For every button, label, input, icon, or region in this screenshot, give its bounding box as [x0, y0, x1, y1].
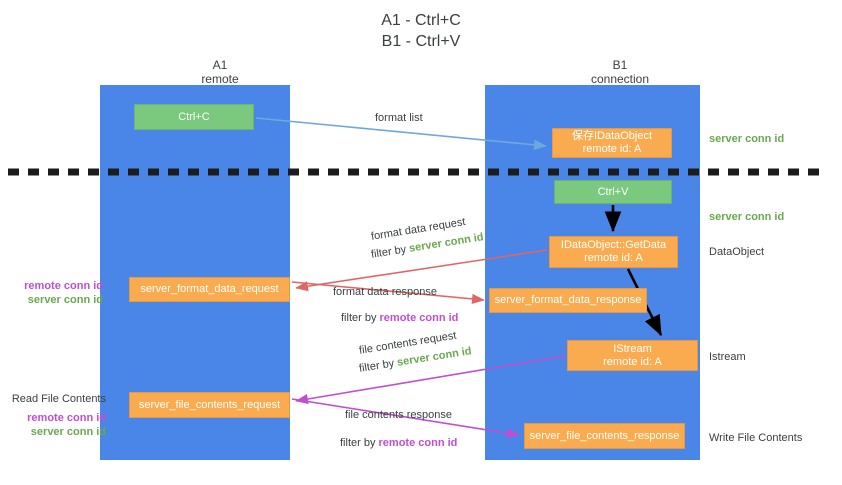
box-ctrl-v[interactable]: Ctrl+V [554, 180, 672, 204]
annotation-write-file-contents: Write File Contents [709, 432, 803, 444]
annotation-remote-conn-id-2: remote conn id [27, 412, 106, 424]
label-filter-by-4: filter by [340, 437, 376, 449]
label-remote-conn-id-edge-2: remote conn id [378, 437, 458, 449]
column-header-b1: B1 connection [590, 58, 650, 86]
label-remote-conn-id-edge-1: remote conn id [379, 312, 459, 324]
annotation-dataobject: DataObject [709, 246, 765, 258]
label-file-contents-response: file contents response [345, 409, 453, 421]
label-format-data-response: format data response [333, 286, 437, 298]
page-title: A1 - Ctrl+C B1 - Ctrl+V [381, 12, 461, 50]
label-group-file-contents-response: file contents response filter by remote … [340, 408, 458, 450]
column-header-a1: A1 remote [201, 58, 239, 86]
box-save-idataobject[interactable]: 保存IDataObject remote id: A [552, 128, 672, 158]
annotation-group-left-bottom: Read File Contents remote conn id server… [8, 392, 106, 439]
box-server-file-contents-request[interactable]: server_file_contents_request [129, 392, 290, 418]
annotation-group-left-top: remote conn id server conn id [8, 279, 103, 307]
annotation-remote-conn-id-1: remote conn id [24, 280, 103, 292]
annotation-server-conn-id-left-2: server conn id [30, 426, 106, 438]
box-server-file-contents-response[interactable]: server_file_contents_response [524, 423, 685, 449]
box-server-format-data-request[interactable]: server_format_data_request [129, 277, 290, 302]
label-group-format-data-request: format data request filter by server con… [370, 216, 484, 262]
annotation-server-conn-id-top: server conn id [709, 133, 785, 145]
box-ctrl-c[interactable]: Ctrl+C [134, 104, 254, 130]
label-filter-by-3: filter by [358, 357, 396, 375]
annotation-istream: Istream [709, 351, 746, 363]
box-server-format-data-response[interactable]: server_format_data_response [489, 288, 647, 313]
label-group-file-contents-request: file contents request filter by server c… [358, 330, 472, 376]
annotation-server-conn-id-left-1: server conn id [27, 294, 103, 306]
label-filter-by-2: filter by [341, 312, 377, 324]
label-filter-by-1: filter by [370, 243, 408, 261]
label-group-format-data-response: format data response filter by remote co… [333, 285, 458, 325]
annotation-read-file-contents: Read File Contents [11, 393, 106, 405]
box-istream[interactable]: IStream remote id: A [567, 340, 698, 371]
label-format-list: format list [375, 112, 423, 124]
annotation-server-conn-id-mid: server conn id [709, 211, 785, 223]
box-idataobject-getdata[interactable]: IDataObject::GetData remote id: A [549, 236, 678, 268]
